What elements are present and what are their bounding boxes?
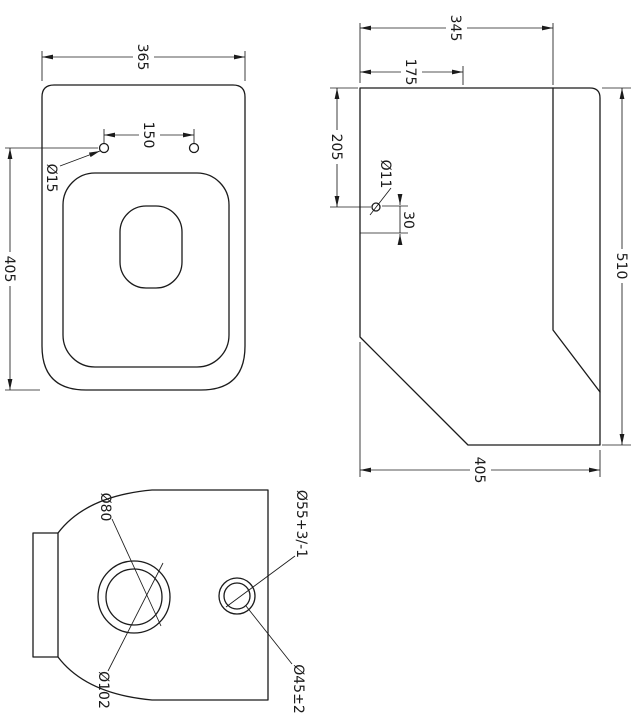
fixing-hole-right [188, 142, 200, 154]
dim-side-hole-offset-label: 30 [400, 211, 416, 229]
outlet-inner-diameter-label: Ø45±2 [290, 664, 306, 713]
dim-side-depth: 405 [359, 342, 601, 484]
side-hole-diameter-label: Ø11 [377, 160, 393, 189]
dim-front-height-label: 405 [1, 256, 17, 283]
dim-side-hole-drop-label: 205 [328, 134, 344, 161]
dim-front-width: 365 [41, 44, 246, 81]
body-outline [359, 87, 601, 446]
dim-side-top-inset: 175 [360, 59, 464, 86]
side-fixing-hole [371, 202, 381, 212]
leader-line [107, 562, 164, 672]
leader-front-hole-diameter: Ø15 [43, 150, 101, 193]
fixing-hole-left [98, 142, 110, 154]
leader-outlet-outer: Ø55+3/-1 [225, 490, 309, 608]
panel-joint-line [552, 87, 601, 393]
leader-line [369, 187, 392, 216]
dim-front-height: 405 [1, 147, 98, 391]
water-spot-outline [119, 205, 183, 289]
leader-outlet-inner: Ø45±2 [245, 605, 306, 714]
leader-line [225, 555, 296, 608]
bottom-view: Ø80 Ø102 Ø55+3/-1 Ø45±2 [32, 489, 309, 714]
dim-side-top-depth-label: 345 [447, 15, 463, 42]
dim-side-top-depth: 345 [359, 15, 554, 85]
outlet-outer-circle [218, 577, 256, 615]
dim-side-top-inset-label: 175 [402, 59, 418, 86]
inlet-outer-diameter-label: Ø102 [95, 671, 111, 709]
dim-front-width-label: 365 [134, 44, 150, 71]
leader-line [245, 605, 293, 665]
inlet-inner-circle [105, 568, 163, 626]
dim-side-depth-label: 405 [471, 457, 487, 484]
dim-side-height-label: 510 [613, 253, 629, 280]
dim-side-hole-offset: 30 [360, 194, 416, 245]
leader-line [59, 150, 101, 167]
leader-inlet-inner: Ø80 [97, 493, 162, 627]
leader-line [111, 518, 162, 627]
seat-outline [62, 172, 230, 368]
footprint-outline [32, 489, 269, 701]
side-view: 345 175 205 Ø11 30 [328, 15, 631, 484]
outlet-outer-diameter-label: Ø55+3/-1 [293, 490, 309, 558]
front-view: 365 150 Ø15 405 [1, 44, 246, 391]
dim-side-height: 510 [602, 87, 631, 446]
dim-side-hole-drop: 205 [328, 87, 371, 208]
outlet-inner-circle [223, 582, 251, 610]
front-hole-diameter-label: Ø15 [43, 164, 59, 193]
inlet-outer-circle [97, 560, 171, 634]
dim-hole-spacing: 150 [103, 122, 195, 149]
inlet-inner-diameter-label: Ø80 [97, 493, 113, 522]
leader-inlet-outer: Ø102 [95, 562, 164, 709]
dim-hole-spacing-label: 150 [140, 122, 156, 149]
leader-side-hole-diameter: Ø11 [369, 160, 393, 216]
body-outline [41, 84, 246, 391]
